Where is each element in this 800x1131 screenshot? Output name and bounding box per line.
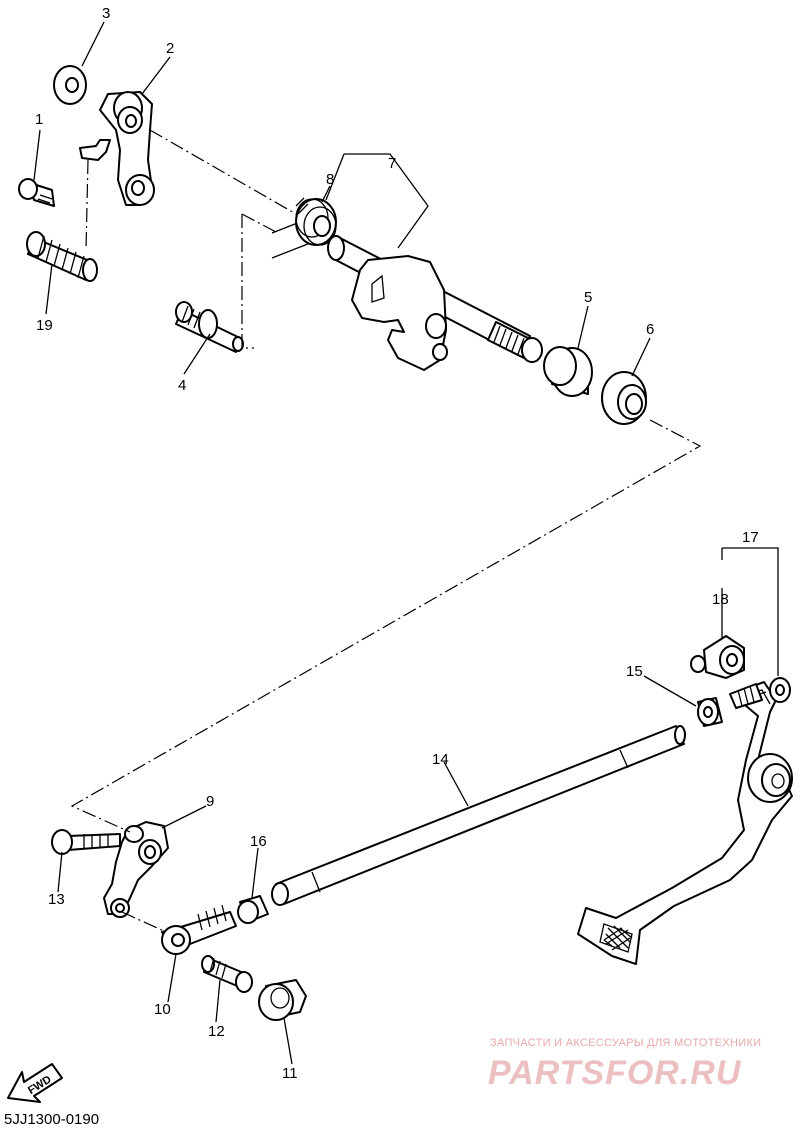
fwd-arrow-icon: FWD — [7, 1063, 63, 1103]
callout-16: 16 — [250, 833, 267, 850]
callout-17: 17 — [742, 529, 759, 546]
part-19-spring — [26, 231, 98, 282]
callout-7: 7 — [388, 155, 396, 172]
callouts: 1 2 3 4 5 6 7 8 9 10 11 12 13 14 15 16 1… — [35, 5, 759, 1082]
assembly-lines — [70, 129, 702, 933]
part-14-shift-rod — [271, 725, 686, 906]
callout-9: 9 — [206, 793, 214, 810]
part-17-shift-pedal — [577, 677, 793, 965]
callout-10: 10 — [154, 1001, 171, 1018]
callout-8: 8 — [326, 171, 334, 188]
part-10-rod-end — [161, 904, 237, 955]
part-5-collar — [543, 346, 593, 397]
callout-2: 2 — [166, 40, 174, 57]
part-1-pin — [18, 178, 55, 207]
callout-19: 19 — [36, 317, 53, 334]
part-13-bolt — [51, 829, 121, 855]
part-9-shift-arm — [103, 821, 169, 918]
callout-4: 4 — [178, 377, 186, 394]
callout-1: 1 — [35, 111, 43, 128]
part-18-pivot — [690, 635, 745, 679]
callout-14: 14 — [432, 751, 449, 768]
callout-6: 6 — [646, 321, 654, 338]
drawing-code: 5JJ1300-0190 — [4, 1111, 99, 1128]
callout-12: 12 — [208, 1023, 225, 1040]
callout-3: 3 — [102, 5, 110, 22]
watermark: ЗАПЧАСТИ И АКСЕССУАРЫ ДЛЯ МОТОТЕХНИКИ PA… — [488, 1037, 761, 1092]
part-6-oil-seal — [601, 371, 647, 425]
part-8-torsion-spring — [271, 197, 337, 259]
leader-lines — [33, 21, 779, 1065]
part-11-cover — [258, 979, 307, 1021]
part-16-nut — [237, 895, 269, 924]
part-12-bolt — [201, 955, 253, 993]
part-3-washer — [53, 65, 87, 105]
callout-15: 15 — [626, 663, 643, 680]
callout-11: 11 — [282, 1065, 298, 1082]
callout-13: 13 — [48, 891, 65, 908]
watermark-tagline: ЗАПЧАСТИ И АКСЕССУАРЫ ДЛЯ МОТОТЕХНИКИ — [490, 1037, 761, 1049]
callout-5: 5 — [584, 289, 592, 306]
part-2-stopper-lever — [79, 91, 155, 206]
callout-18: 18 — [712, 591, 729, 608]
part-15-collar — [697, 697, 723, 727]
watermark-logo: PARTSFOR.RU — [488, 1054, 742, 1092]
part-7-shift-shaft — [327, 235, 543, 371]
part-4-bolt — [175, 301, 244, 353]
